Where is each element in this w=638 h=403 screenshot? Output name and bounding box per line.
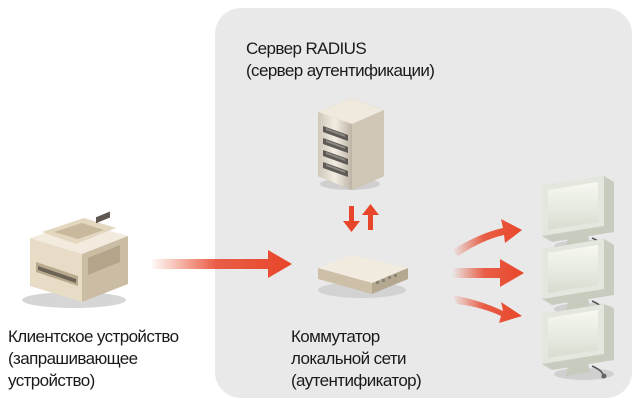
computer-monitor-icon <box>542 304 614 380</box>
server-switch-exchange-arrows <box>343 204 379 232</box>
server-label: Сервер RADIUS (сервер аутентификации) <box>246 38 435 82</box>
network-switch-icon <box>318 255 408 298</box>
client-label-line2: (запрашивающее <box>8 349 138 368</box>
switch-to-computers-arrows <box>452 219 524 323</box>
client-label: Клиентское устройство (запрашивающее уст… <box>8 326 179 392</box>
printer-icon <box>22 211 128 308</box>
client-label-line3: устройство) <box>8 371 95 390</box>
client-to-switch-arrow <box>150 250 292 278</box>
server-subtitle: (сервер аутентификации) <box>246 61 435 80</box>
client-label-line1: Клиентское устройство <box>8 327 179 346</box>
server-title: Сервер RADIUS <box>246 39 367 58</box>
switch-label-line3: (аутентификатор) <box>291 371 422 390</box>
computer-monitor-icon <box>542 239 614 315</box>
switch-label-line2: локальной сети <box>291 349 407 368</box>
switch-label-line1: Коммутатор <box>291 327 380 346</box>
server-tower-icon <box>318 98 384 190</box>
switch-label: Коммутатор локальной сети (аутентификато… <box>291 326 422 392</box>
